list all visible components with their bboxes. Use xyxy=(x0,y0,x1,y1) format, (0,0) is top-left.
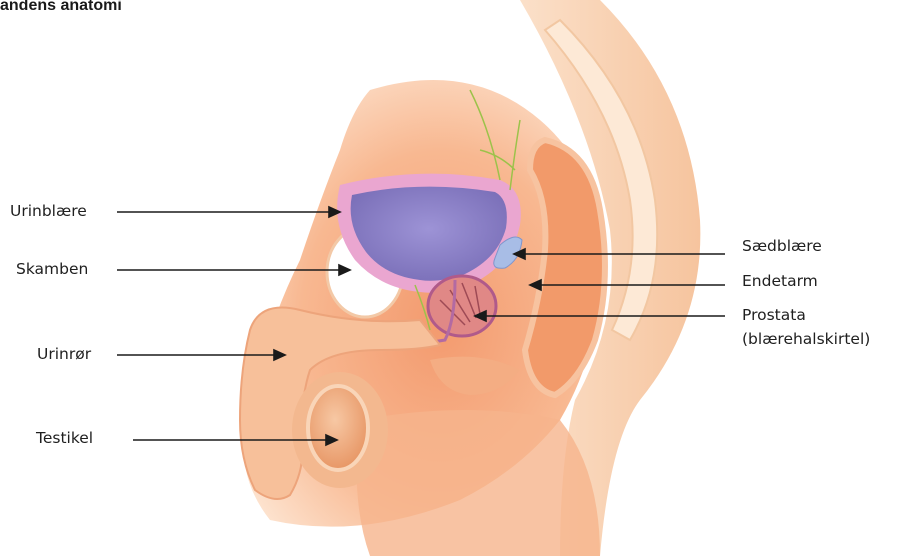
label-saedblaere: Sædblære xyxy=(742,236,822,257)
label-testikel: Testikel xyxy=(36,428,93,449)
label-prostata-subtitle: (blærehalskirtel) xyxy=(742,329,870,350)
label-skamben: Skamben xyxy=(16,259,88,280)
label-prostata: Prostata xyxy=(742,305,806,326)
label-urinblaere: Urinblære xyxy=(10,201,87,222)
label-urinroer: Urinrør xyxy=(37,344,91,365)
testicle xyxy=(308,386,368,470)
label-endetarm: Endetarm xyxy=(742,271,818,292)
lower-body xyxy=(357,410,600,556)
